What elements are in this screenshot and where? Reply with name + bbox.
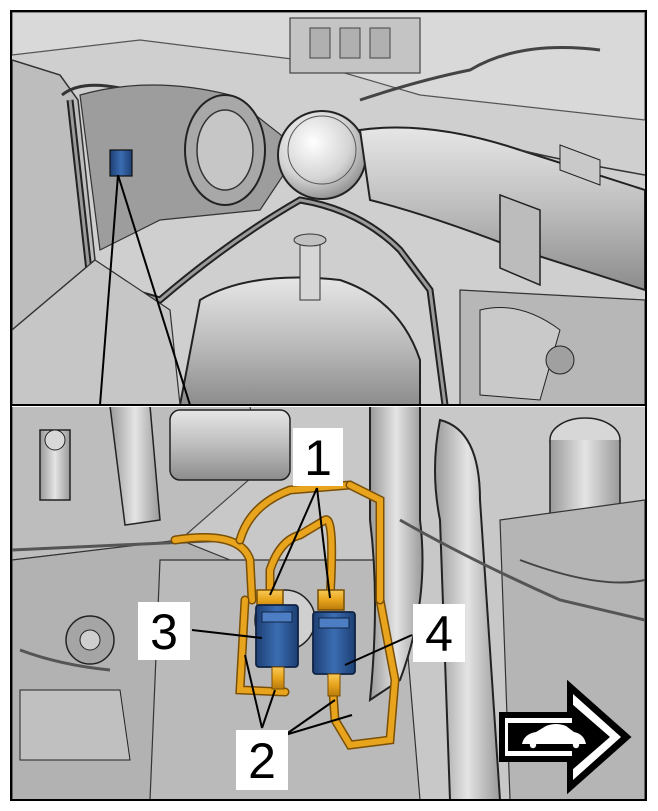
- overview-view: [12, 12, 645, 405]
- callout-1: 1: [293, 428, 343, 486]
- car-forward-arrow-icon: [499, 679, 632, 795]
- callout-2-label: 2: [248, 733, 276, 789]
- callout-3: 3: [138, 602, 190, 660]
- callout-3-label: 3: [150, 604, 178, 660]
- car-icon: [522, 724, 586, 744]
- callout-2: 2: [236, 730, 288, 790]
- callout-leaders: [191, 487, 413, 736]
- zoom-indicator-lines: [99, 174, 191, 406]
- highlighted-hoses: [170, 480, 400, 750]
- fitting-right: [317, 589, 345, 611]
- callout-4-label: 4: [425, 606, 453, 662]
- callout-4: 4: [413, 604, 465, 662]
- callout-1-label: 1: [304, 430, 332, 486]
